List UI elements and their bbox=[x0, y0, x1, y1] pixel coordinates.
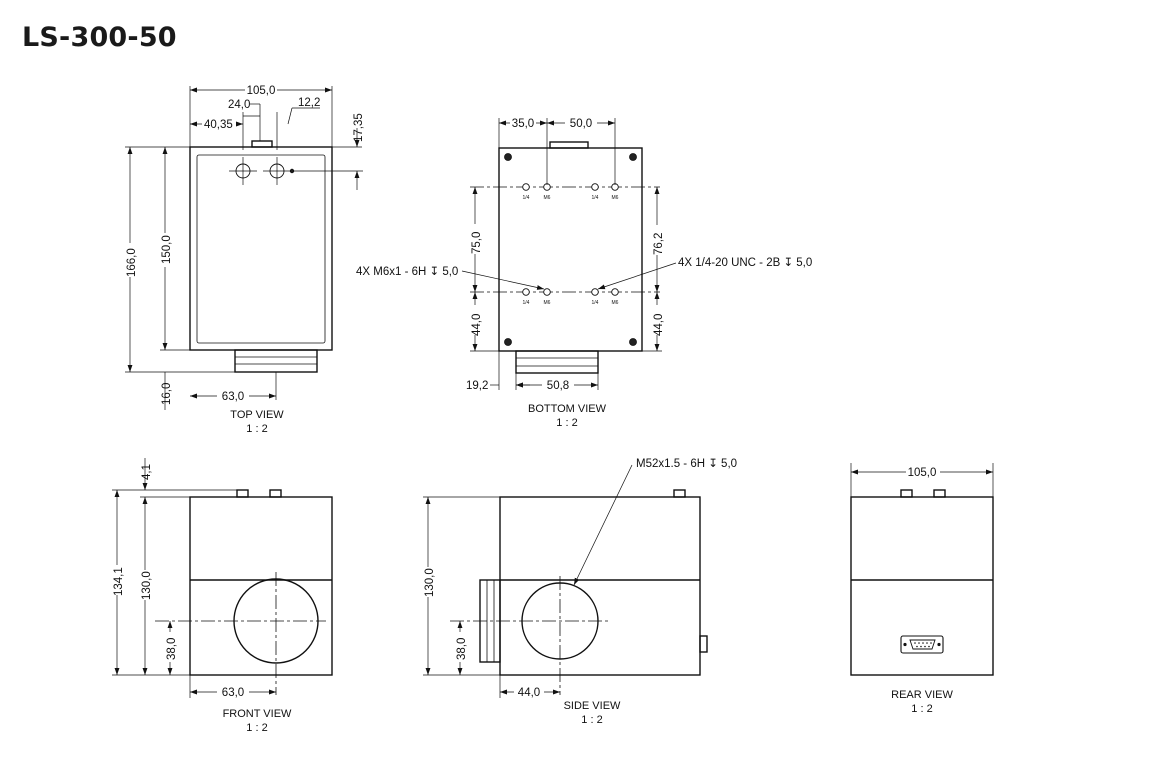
side-rear-knob bbox=[699, 635, 708, 653]
bottom-mounting-holes: 1/4 M6 1/4 M6 1/4 M6 1/4 M6 bbox=[470, 183, 660, 306]
front-view: 134,1 130,0 4,1 38,0 63,0 FRONT VIEW 1 :… bbox=[111, 458, 333, 734]
dim-front-connector: 4,1 bbox=[141, 464, 153, 480]
rear-connector-left bbox=[900, 489, 913, 498]
dim-front-lens-x: 63,0 bbox=[222, 687, 244, 699]
front-connector-left bbox=[236, 489, 249, 498]
dim-top-lens-x: 63,0 bbox=[222, 391, 244, 403]
top-connector bbox=[251, 140, 273, 148]
top-inner-panel bbox=[196, 154, 326, 344]
dim-bottom-left-edge: 19,2 bbox=[466, 380, 488, 392]
hole-label: M6 bbox=[544, 300, 551, 306]
bottom-corner-screw-tl bbox=[504, 153, 512, 161]
dim-bottom-right-lower: 44,0 bbox=[653, 314, 665, 336]
bottom-view-label: BOTTOM VIEW bbox=[528, 403, 607, 415]
bottom-corner-screw-bl bbox=[504, 338, 512, 346]
bottom-connector bbox=[549, 141, 589, 149]
bottom-body bbox=[498, 147, 643, 352]
side-view-scale: 1 : 2 bbox=[581, 714, 602, 726]
dim-top-left-offset: 40,35 bbox=[204, 119, 233, 131]
rear-view: 105,0 REAR VIEW 1 : 2 bbox=[850, 463, 994, 715]
top-lens-mount bbox=[234, 349, 318, 373]
bottom-corner-screw-br bbox=[629, 338, 637, 346]
front-view-label: FRONT VIEW bbox=[223, 708, 292, 720]
dim-side-lens-x: 44,0 bbox=[518, 687, 540, 699]
rear-dsub-connector bbox=[900, 635, 944, 654]
top-view-label: TOP VIEW bbox=[230, 409, 284, 421]
dim-rear-width: 105,0 bbox=[908, 467, 937, 479]
dim-top-body-height: 150,0 bbox=[161, 235, 173, 264]
dim-top-hole-offset: 12,2 bbox=[298, 97, 320, 109]
callout-m52-thread: M52x1.5 - 6H ↧ 5,0 bbox=[636, 458, 737, 470]
dim-bottom-spacing: 50,0 bbox=[570, 118, 592, 130]
dim-side-lens-center: 38,0 bbox=[456, 638, 468, 660]
front-view-scale: 1 : 2 bbox=[246, 722, 267, 734]
bottom-corner-screw-tr bbox=[629, 153, 637, 161]
dim-front-lens-center: 38,0 bbox=[166, 638, 178, 660]
bottom-lens-mount bbox=[515, 350, 599, 374]
front-connector-right bbox=[269, 489, 282, 498]
bottom-view-scale: 1 : 2 bbox=[556, 417, 577, 429]
rear-view-scale: 1 : 2 bbox=[911, 703, 932, 715]
dim-front-total-height: 134,1 bbox=[113, 567, 125, 596]
front-body bbox=[189, 496, 333, 676]
hole-label: M6 bbox=[544, 195, 551, 201]
dim-top-top-offset: 17,35 bbox=[353, 113, 365, 142]
rear-body bbox=[850, 496, 994, 676]
hole-label: 1/4 bbox=[592, 195, 599, 201]
callout-unc-threads: 4X 1/4-20 UNC - 2B ↧ 5,0 bbox=[678, 257, 812, 269]
hole-label: 1/4 bbox=[592, 300, 599, 306]
dim-bottom-left-lower: 44,0 bbox=[471, 314, 483, 336]
hole-label: 1/4 bbox=[523, 300, 530, 306]
drawing-title: LS-300-50 bbox=[22, 22, 177, 53]
dim-front-body-height: 130,0 bbox=[141, 571, 153, 600]
side-view: 130,0 38,0 44,0 M52x1.5 - 6H ↧ 5,0 SIDE … bbox=[422, 458, 737, 726]
dim-bottom-lens-width: 50,8 bbox=[547, 380, 569, 392]
top-view-scale: 1 : 2 bbox=[246, 423, 267, 435]
side-body bbox=[499, 496, 701, 676]
dim-top-lens-length: 16,0 bbox=[161, 383, 173, 405]
dim-side-body-height: 130,0 bbox=[424, 568, 436, 597]
rear-connector-right bbox=[933, 489, 946, 498]
dim-top-width: 105,0 bbox=[247, 85, 276, 97]
rear-view-label: REAR VIEW bbox=[891, 689, 953, 701]
hole-label: M6 bbox=[612, 300, 619, 306]
callout-m6-threads: 4X M6x1 - 6H ↧ 5,0 bbox=[356, 266, 458, 278]
dim-bottom-left: 35,0 bbox=[512, 118, 534, 130]
side-connector bbox=[673, 489, 686, 498]
dim-top-height: 166,0 bbox=[126, 248, 138, 277]
dim-bottom-v-spacing-2: 76,2 bbox=[653, 233, 665, 255]
bottom-view: 1/4 M6 1/4 M6 1/4 M6 1/4 M6 35,0 50,0 75… bbox=[356, 116, 812, 429]
hole-label: 1/4 bbox=[523, 195, 530, 201]
dim-bottom-v-spacing: 75,0 bbox=[471, 232, 483, 254]
side-view-label: SIDE VIEW bbox=[564, 700, 621, 712]
top-body bbox=[189, 146, 333, 351]
dim-top-connector-width: 24,0 bbox=[228, 99, 250, 111]
hole-label: M6 bbox=[612, 195, 619, 201]
top-view: 105,0 24,0 12,2 40,35 17,35 166,0 150,0 … bbox=[124, 83, 365, 435]
